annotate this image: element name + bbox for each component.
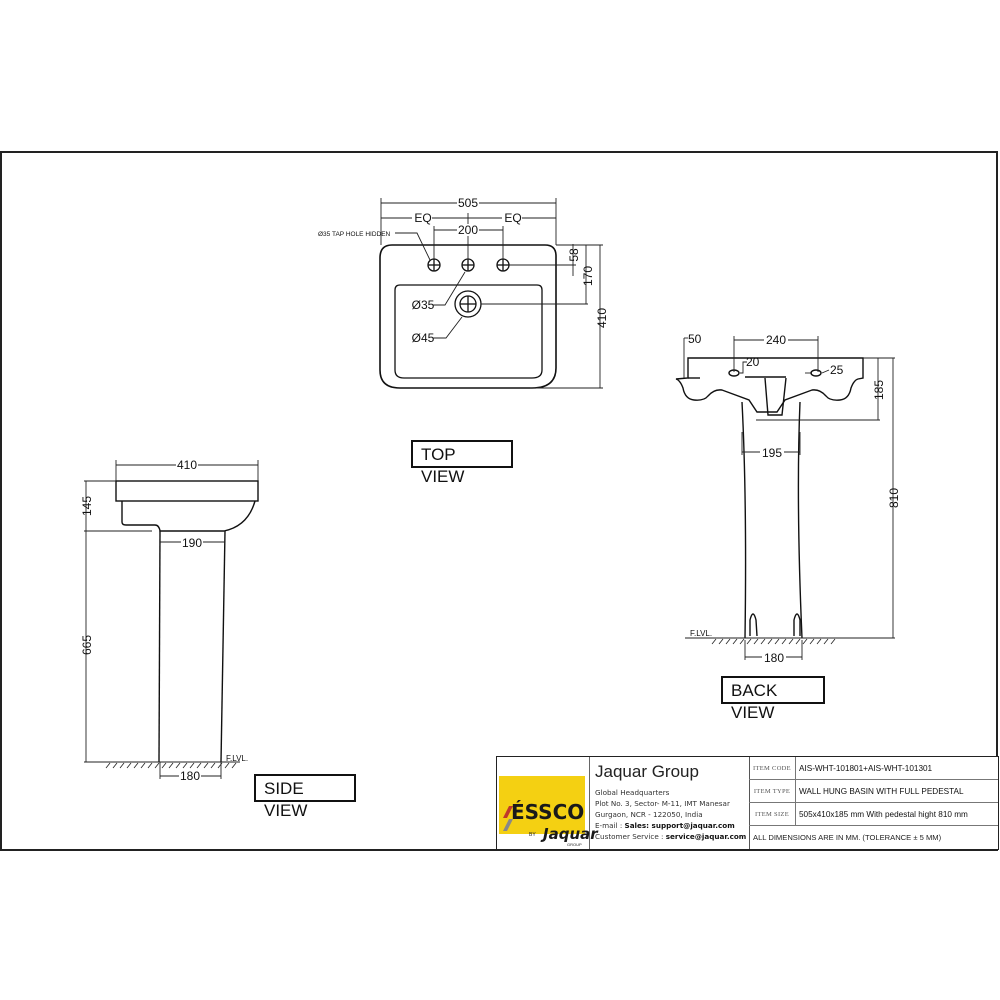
spec-row-item-type: ITEM TYPE WALL HUNG BASIN WITH FULL PEDE… — [749, 780, 998, 803]
back-dim-20: 20 — [746, 355, 760, 369]
top-view-label: TOP VIEW — [411, 440, 513, 486]
email-link[interactable]: Sales: support@jaquar.com — [624, 821, 735, 830]
spec-value: AIS-WHT-101801+AIS-WHT-101301 — [799, 763, 933, 773]
logo-group: GROUP — [567, 842, 582, 847]
logo-stripes-icon — [503, 806, 513, 831]
back-dim-25: 25 — [830, 363, 844, 377]
dim-tap-dia: Ø35 — [412, 298, 435, 312]
spec-value: WALL HUNG BASIN WITH FULL PEDESTAL — [799, 786, 964, 796]
back-dim-50: 50 — [688, 332, 702, 346]
company-email: E-mail : Sales: support@jaquar.com — [595, 821, 735, 830]
dim-505: 505 — [458, 196, 478, 210]
spec-row-item-code: ITEM CODE AIS-WHT-101801+AIS-WHT-101301 — [749, 757, 998, 780]
company-service: Customer Service : service@jaquar.com — [595, 832, 747, 841]
back-view-label: BACK VIEW — [721, 676, 825, 722]
back-floor-level: F.LVL. — [690, 629, 712, 638]
dim-eq-left: EQ — [414, 211, 431, 225]
back-dim-240: 240 — [766, 333, 786, 347]
logo-essco: ÉSSCO — [511, 800, 585, 824]
side-dim-145: 145 — [80, 496, 94, 516]
title-block: ÉSSCO BY Jaquar GROUP Jaquar Group Globa… — [496, 756, 999, 850]
side-dim-180: 180 — [180, 769, 200, 783]
spec-key: ITEM TYPE — [749, 780, 796, 802]
company-hq: Global Headquarters — [595, 788, 670, 797]
dim-200: 200 — [458, 223, 478, 237]
company-name: Jaquar Group — [595, 762, 699, 781]
dimensions-note: ALL DIMENSIONS ARE IN MM. (TOLERANCE ± 5… — [753, 833, 942, 842]
company-address-2: Gurgaon, NCR - 122050, India — [595, 810, 703, 819]
item-spec-table: ITEM CODE AIS-WHT-101801+AIS-WHT-101301 … — [749, 757, 998, 849]
dim-410: 410 — [595, 308, 609, 328]
side-dim-190: 190 — [182, 536, 202, 550]
side-dim-665: 665 — [80, 635, 94, 655]
back-dim-195: 195 — [762, 446, 782, 460]
tap-hole-note: Ø35 TAP HOLE HIDDEN — [318, 231, 391, 238]
side-floor-level: F.LVL. — [226, 754, 248, 763]
service-email-link[interactable]: service@jaquar.com — [665, 832, 747, 841]
back-dim-185: 185 — [872, 380, 886, 400]
brand-logo: ÉSSCO BY Jaquar GROUP — [497, 757, 598, 849]
company-info: Jaquar Group Global Headquarters Plot No… — [589, 757, 750, 849]
back-dim-180: 180 — [764, 651, 784, 665]
drawing-border — [0, 151, 998, 851]
logo-jaquar: Jaquar — [543, 825, 598, 843]
back-dim-810: 810 — [887, 488, 901, 508]
spec-row-item-size: ITEM SIZE 505x410x185 mm With pedestal h… — [749, 803, 998, 826]
company-address-1: Plot No. 3, Sector- M-11, IMT Manesar — [595, 799, 730, 808]
dim-58: 58 — [567, 248, 581, 262]
logo-background: ÉSSCO BY Jaquar GROUP — [499, 776, 598, 847]
dim-eq-right: EQ — [504, 211, 521, 225]
logo-by: BY — [529, 832, 536, 838]
dim-170: 170 — [581, 266, 595, 286]
dim-waste-dia: Ø45 — [412, 331, 435, 345]
spec-row-note: ALL DIMENSIONS ARE IN MM. (TOLERANCE ± 5… — [749, 826, 998, 849]
side-dim-410: 410 — [177, 458, 197, 472]
side-view-label: SIDE VIEW — [254, 774, 356, 820]
spec-value: 505x410x185 mm With pedestal hight 810 m… — [799, 809, 968, 819]
spec-key: ITEM CODE — [749, 757, 796, 779]
spec-key: ITEM SIZE — [749, 803, 796, 825]
